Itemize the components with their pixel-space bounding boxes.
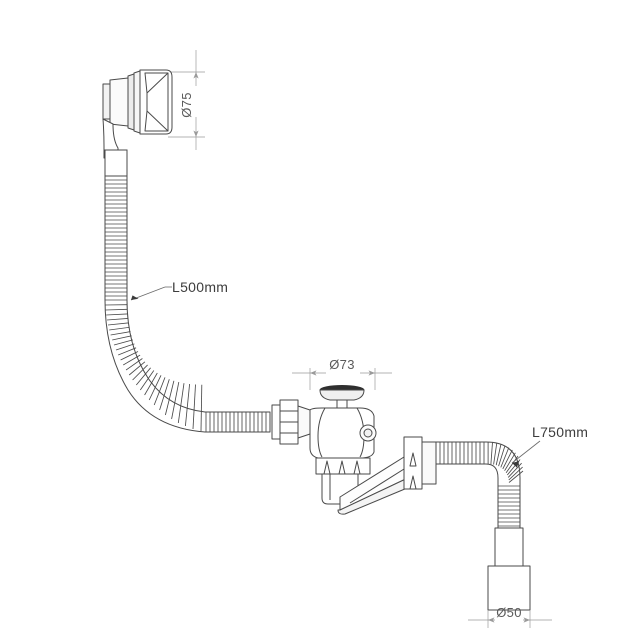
head-mid-flange xyxy=(127,73,135,131)
overflow-head xyxy=(102,69,173,159)
dimension-label-75: Ø75 xyxy=(179,92,194,117)
callout-label-l500: L500mm xyxy=(172,279,228,295)
nut-taper xyxy=(297,405,311,439)
outlet-flange xyxy=(403,436,437,490)
valve-inner-left xyxy=(317,407,326,458)
arrow-right-73 xyxy=(368,370,375,376)
flange-tooth-a xyxy=(409,475,417,490)
arrow-top xyxy=(193,72,199,79)
overflow-hose-top-collar xyxy=(104,149,128,179)
valve-side-port-inner xyxy=(363,428,373,438)
waste-hose-ribs-vertical xyxy=(498,485,520,527)
head-elbow-neck xyxy=(102,118,119,159)
hose-ribs-curve xyxy=(105,304,203,432)
flange-spigot xyxy=(421,441,437,485)
head-barrel xyxy=(109,77,129,127)
pop-up-plug xyxy=(319,385,365,409)
collar-body xyxy=(104,149,128,179)
arrow-bottom xyxy=(193,130,199,137)
pipe-lower-cuff xyxy=(487,565,531,611)
arrow-right-50 xyxy=(523,617,530,623)
dimension-label-50: Ø50 xyxy=(496,605,521,620)
overflow-corrugated-hose xyxy=(104,175,271,433)
callout-label-l750: L750mm xyxy=(532,424,588,440)
pipe-upper xyxy=(494,527,524,567)
plug-stem xyxy=(336,399,348,409)
waste-valve-assembly xyxy=(271,385,377,505)
head-cone-upper xyxy=(144,72,169,94)
waste-hose-ribs-horizontal xyxy=(439,442,485,464)
arrow-left-73 xyxy=(310,370,317,376)
callout-overflow-hose-length xyxy=(130,286,172,301)
elbow-crease xyxy=(349,463,413,504)
outlet-pipe xyxy=(487,527,531,611)
elbow-lower-face xyxy=(337,475,413,515)
head-mid-flange-2 xyxy=(133,70,141,134)
callout-waste-hose-length xyxy=(511,440,541,468)
hose-ribs-horizontal xyxy=(205,412,267,432)
leader-line-l750 xyxy=(511,440,541,464)
valve-body xyxy=(309,407,375,459)
leader-arrow-l750 xyxy=(512,461,520,468)
hose-ribs-vertical xyxy=(105,179,127,301)
flange-tooth-b xyxy=(409,452,417,467)
head-cone-lower xyxy=(144,110,169,132)
dimension-outlet-pipe-diameter xyxy=(468,610,552,628)
hose-connector-nut xyxy=(271,399,311,445)
waste-hose-ribs-bend xyxy=(487,442,524,483)
outlet-elbow xyxy=(337,451,413,515)
arrow-left-50 xyxy=(488,617,495,623)
leader-arrow-l500 xyxy=(131,295,139,300)
plug-cap-body xyxy=(319,389,365,401)
dimension-waste-flange-diameter xyxy=(292,368,392,390)
head-back-plate xyxy=(102,83,111,120)
dimension-label-73: Ø73 xyxy=(329,357,354,372)
nut-collar xyxy=(271,404,281,440)
